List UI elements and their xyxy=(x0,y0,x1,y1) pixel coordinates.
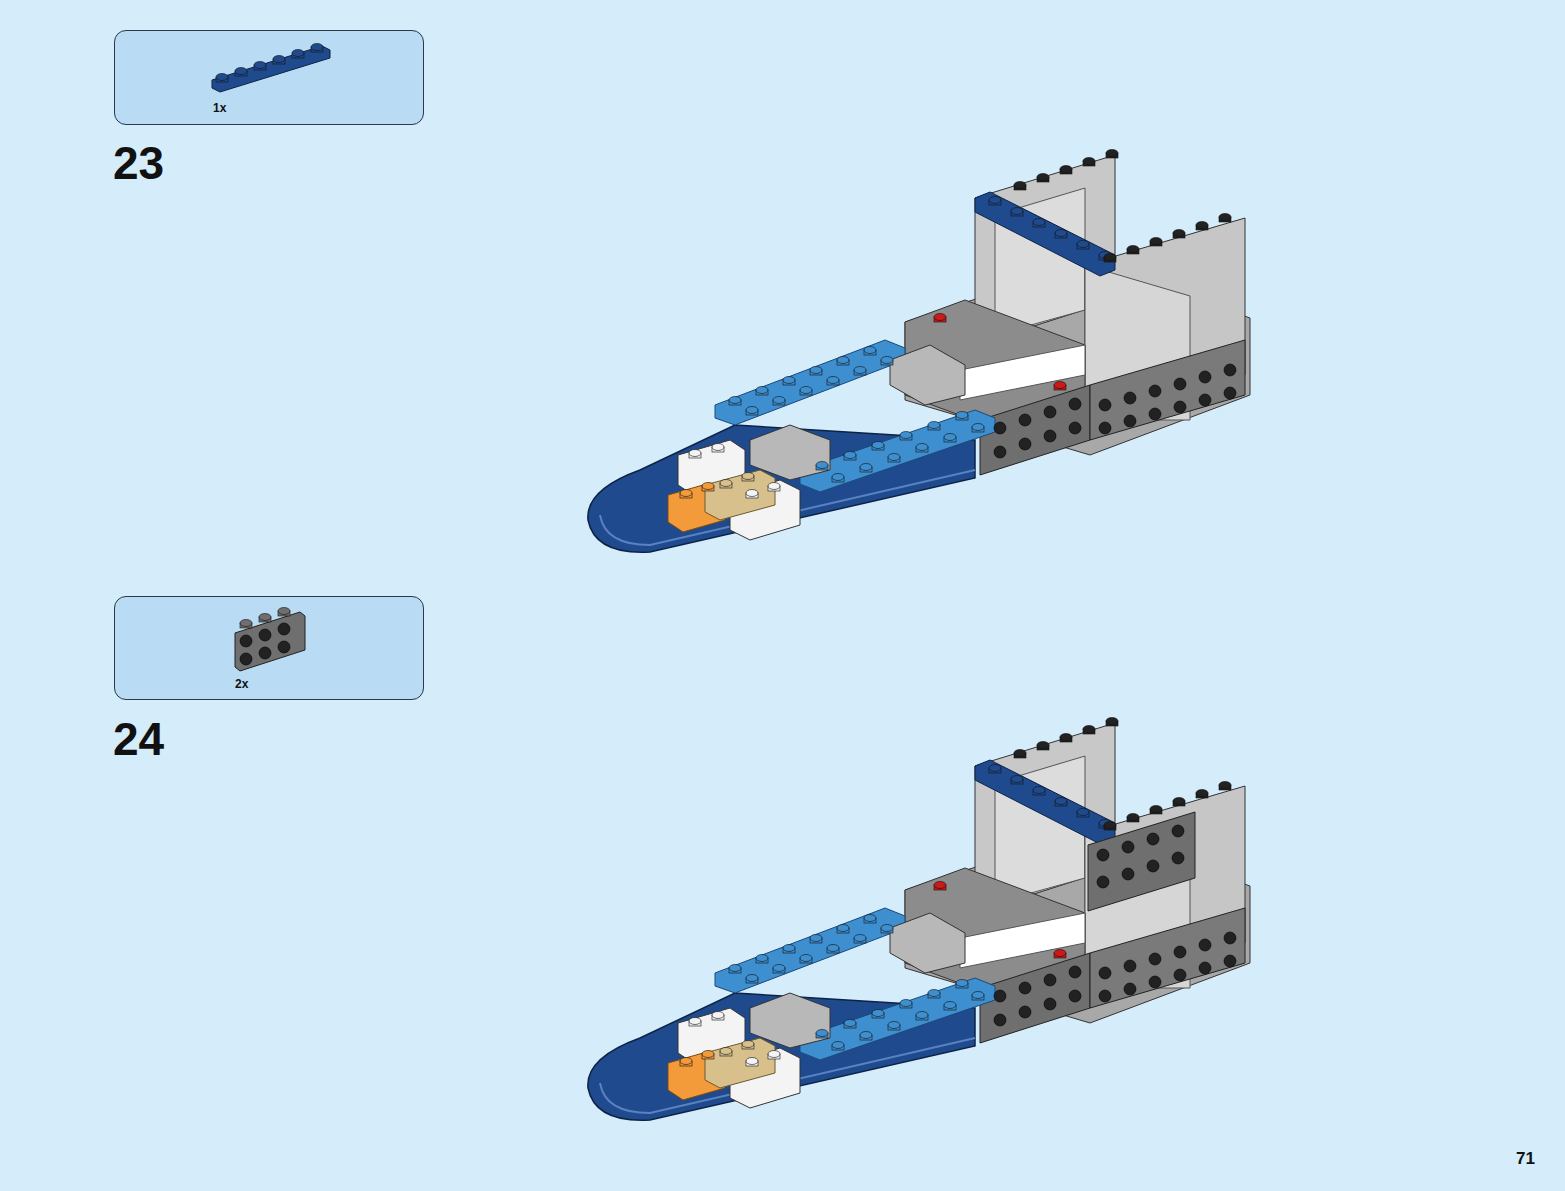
stud xyxy=(311,44,323,53)
stud xyxy=(1172,825,1184,837)
part-plate xyxy=(212,44,330,93)
stud xyxy=(1147,833,1159,845)
stud xyxy=(240,620,252,629)
added-bracket xyxy=(1088,812,1195,911)
stud xyxy=(259,647,271,659)
stud xyxy=(235,68,247,77)
stud xyxy=(254,62,266,71)
stud xyxy=(259,629,271,641)
stud xyxy=(278,641,290,653)
stud xyxy=(278,623,290,635)
stud xyxy=(1147,860,1159,872)
stud xyxy=(1122,841,1134,853)
callout-fill xyxy=(114,30,424,125)
parts-callout: 1x xyxy=(114,30,424,125)
quantity-label: 2x xyxy=(235,677,248,691)
stud xyxy=(278,608,290,617)
quantity-label: 1x xyxy=(213,101,226,115)
step-number: 23 xyxy=(113,140,164,186)
part-bracket xyxy=(235,608,305,672)
stud xyxy=(1172,852,1184,864)
callout-fill xyxy=(114,596,424,700)
stud xyxy=(259,614,271,623)
step-23-model xyxy=(588,150,1250,553)
step-24-model xyxy=(588,718,1250,1121)
stud xyxy=(1097,876,1109,888)
stud xyxy=(216,74,228,83)
parts-callout: 2x xyxy=(114,596,424,700)
step-number: 24 xyxy=(113,716,164,762)
stud xyxy=(240,635,252,647)
stud xyxy=(273,56,285,65)
stud xyxy=(1122,868,1134,880)
stud xyxy=(240,653,252,665)
stud xyxy=(292,50,304,59)
page-number: 71 xyxy=(1516,1150,1535,1167)
stud xyxy=(1097,849,1109,861)
